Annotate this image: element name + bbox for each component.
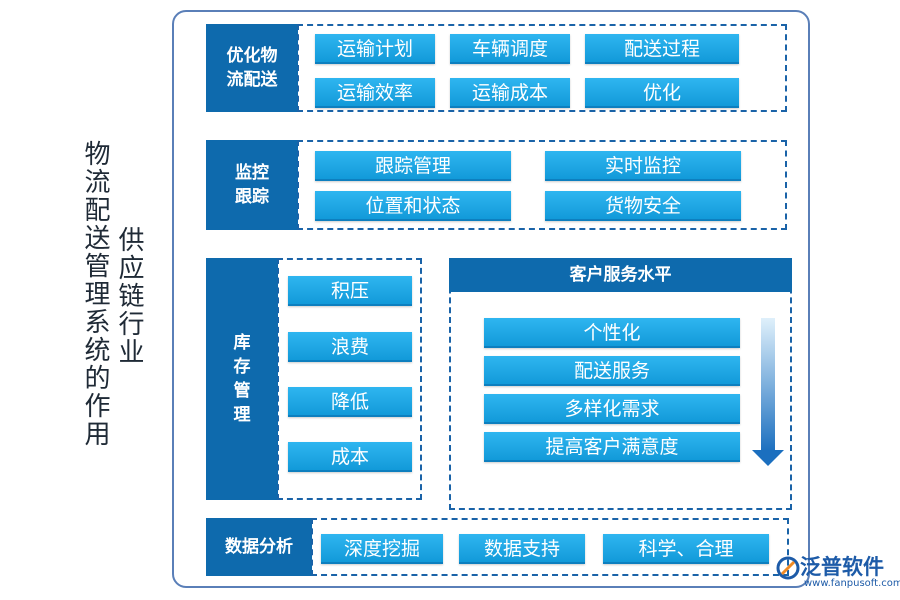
monitor-item: 货物安全 bbox=[545, 191, 741, 221]
data-item: 深度挖掘 bbox=[321, 534, 443, 564]
customer-label: 客户服务水平 bbox=[449, 258, 792, 292]
data-box bbox=[311, 518, 789, 576]
title-line-1: 供应链行业 bbox=[114, 226, 144, 366]
logo-url: www.fanpusoft.com bbox=[804, 578, 900, 589]
data-label-text: 数据分析 bbox=[225, 537, 293, 557]
optimize-item: 车辆调度 bbox=[450, 34, 570, 64]
optimize-label-text: 优化物流配送 bbox=[226, 46, 278, 90]
optimize-item: 运输计划 bbox=[315, 34, 435, 64]
diagram-frame bbox=[172, 10, 810, 588]
inventory-box bbox=[277, 258, 422, 500]
optimize-item: 配送过程 bbox=[585, 34, 739, 64]
data-item: 科学、合理 bbox=[603, 534, 769, 564]
inventory-label-text: 库存管理 bbox=[233, 333, 251, 425]
optimize-box bbox=[297, 24, 787, 112]
inventory-label: 库存管理 bbox=[206, 258, 278, 500]
customer-item: 配送服务 bbox=[484, 356, 740, 386]
title-line-2: 物流配送管理系统的作用 bbox=[80, 140, 110, 448]
optimize-item: 运输效率 bbox=[315, 78, 435, 108]
inventory-item: 积压 bbox=[288, 276, 412, 306]
customer-item: 提高客户满意度 bbox=[484, 432, 740, 462]
data-label: 数据分析 bbox=[206, 518, 312, 576]
inventory-item: 浪费 bbox=[288, 332, 412, 362]
monitor-item: 实时监控 bbox=[545, 151, 741, 181]
monitor-label: 监控跟踪 bbox=[206, 140, 298, 230]
data-item: 数据支持 bbox=[459, 534, 585, 564]
inventory-item: 成本 bbox=[288, 442, 412, 472]
optimize-item: 优化 bbox=[585, 78, 739, 108]
monitor-box bbox=[297, 140, 787, 230]
monitor-item: 位置和状态 bbox=[315, 191, 511, 221]
customer-item: 个性化 bbox=[484, 318, 740, 348]
logo-name: 泛普软件 bbox=[800, 555, 884, 579]
inventory-item: 降低 bbox=[288, 387, 412, 417]
monitor-item: 跟踪管理 bbox=[315, 151, 511, 181]
optimize-item: 运输成本 bbox=[450, 78, 570, 108]
down-arrow-icon bbox=[752, 450, 784, 466]
brand-logo: 泛普软件 www.fanpusoft.com bbox=[776, 554, 900, 589]
customer-item: 多样化需求 bbox=[484, 394, 740, 424]
optimize-label: 优化物流配送 bbox=[206, 24, 298, 112]
monitor-label-text: 监控跟踪 bbox=[235, 163, 269, 207]
fanpu-logo-icon bbox=[776, 556, 800, 580]
down-arrow-shaft bbox=[761, 318, 775, 452]
